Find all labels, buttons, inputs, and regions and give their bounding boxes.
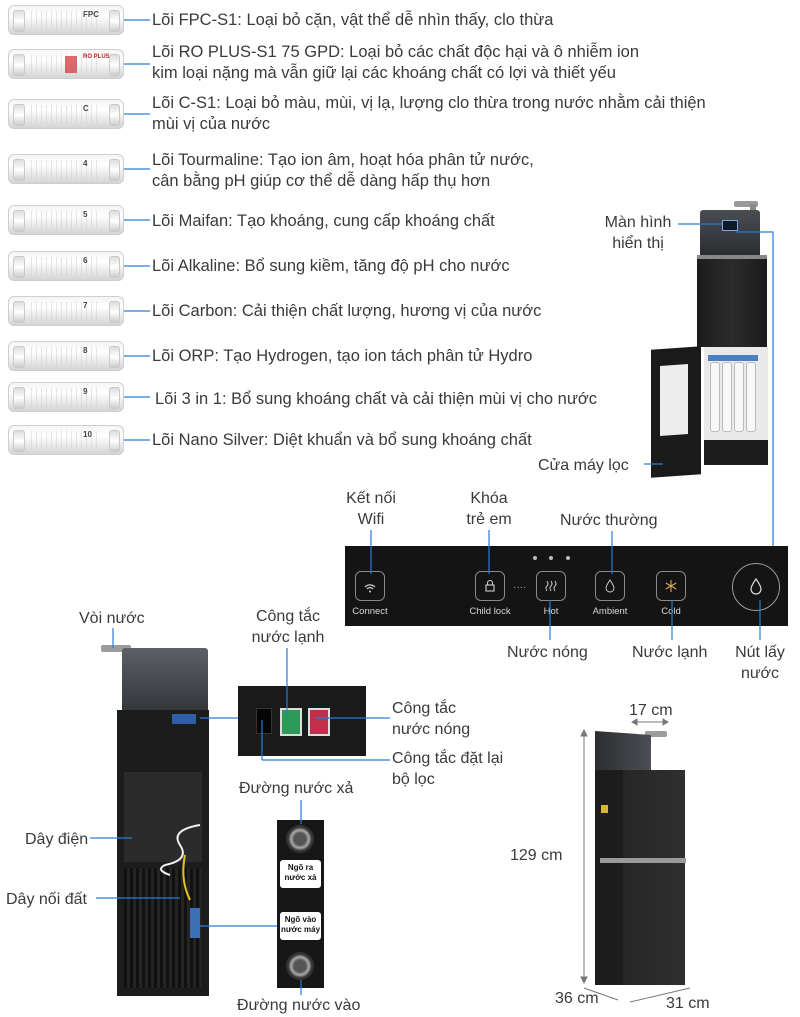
filter-cartridge-c: C (8, 99, 124, 129)
machine-upper-body (697, 255, 767, 347)
back-head (122, 648, 208, 710)
filter-desc-alkaline: Lõi Alkaline: Bổ sung kiềm, tăng độ pH c… (152, 257, 510, 275)
inlet-port (286, 952, 314, 980)
hot-button[interactable] (536, 571, 566, 601)
filter-cartridge-3in1: 9 (8, 382, 124, 412)
back-condenser-grill (124, 868, 202, 988)
drain-port (286, 825, 314, 853)
label-door: Cửa máy lọc (538, 457, 629, 474)
back-switches (172, 714, 196, 724)
dim-faucet (645, 731, 667, 737)
label-ground-wire: Dây nối đất (6, 891, 87, 908)
connect-button[interactable] (355, 571, 385, 601)
link-dots: ···· (513, 582, 527, 593)
label-faucet: Vòi nước (79, 610, 145, 627)
hot-label: Hot (543, 606, 559, 617)
filter-desc-fpc: Lõi FPC-S1: Loại bỏ cặn, vật thể dễ nhìn… (152, 11, 554, 29)
filter-desc-3in1: Lõi 3 in 1: Bổ sung khoáng chất và cải t… (155, 390, 597, 408)
back-faucet (101, 645, 131, 652)
dim-height: 129 cm (510, 847, 563, 864)
hot-switch (308, 708, 330, 736)
cold-button[interactable] (656, 571, 686, 601)
faucet-top (734, 201, 758, 207)
label-cold-water: Nước lạnh (632, 644, 708, 661)
filter-cartridge-tourmaline: 4 (8, 154, 124, 184)
filter-cartridge-carbon: 7 (8, 296, 124, 326)
label-ambient: Nước thường (560, 512, 658, 529)
filter-desc-carbon: Lõi Carbon: Cải thiện chất lượng, hương … (152, 302, 542, 320)
dispense-droplet-icon (750, 577, 762, 595)
trim-strip (697, 255, 767, 259)
display-screen (722, 220, 738, 231)
indicator-dot-2 (549, 556, 553, 560)
cold-switch (280, 708, 302, 736)
ambient-button[interactable] (595, 571, 625, 601)
lock-icon (485, 579, 495, 592)
back-compressor-area (124, 772, 202, 862)
label-drain: Đường nước xả (239, 780, 354, 797)
dim-width: 31 cm (666, 995, 710, 1012)
child-lock-button[interactable] (475, 571, 505, 601)
dispense-button[interactable] (732, 563, 780, 611)
cold-label: Cold (661, 606, 681, 617)
filter-desc-ro: Lõi RO PLUS-S1 75 GPD: Loại bỏ các chất … (152, 43, 640, 82)
power-cord-coil (160, 824, 201, 901)
dim-depth: 36 cm (555, 990, 599, 1007)
indicator-dot-1 (533, 556, 537, 560)
label-hot-water: Nước nóng (507, 644, 588, 661)
control-panel: Connect Child lock ···· Hot Ambient Cold (345, 546, 788, 626)
filter-desc-orp: Lõi ORP: Tạo Hydrogen, tạo ion tách phân… (152, 347, 533, 365)
label-inlet: Đường nước vào (237, 997, 361, 1014)
inner-cartridge-2 (722, 362, 732, 432)
cavity-base (704, 440, 768, 465)
inner-cartridge-4 (746, 362, 756, 432)
filter-cartridge-nano-silver: 10 (8, 425, 124, 455)
filter-cartridge-alkaline: 6 (8, 251, 124, 281)
filter-manifold (708, 355, 758, 361)
filter-cartridge-fpc: FPC (8, 5, 124, 35)
dim-faucet-reach: 17 cm (629, 702, 673, 719)
wifi-icon (364, 584, 376, 593)
dim-trim (600, 858, 686, 863)
dim-rating-sticker (601, 805, 608, 813)
snowflake-icon (665, 580, 677, 592)
dim-front (623, 770, 685, 985)
filter-desc-nano-silver: Lõi Nano Silver: Diệt khuẩn và bổ sung k… (152, 431, 532, 449)
indicator-dot-3 (566, 556, 570, 560)
switch-inset (238, 686, 366, 756)
hot-waves-icon (545, 580, 557, 592)
connect-label: Connect (352, 606, 388, 617)
dim-side (595, 770, 623, 985)
machine-head (700, 210, 760, 256)
filter-desc-tourmaline: Lõi Tourmaline: Tạo ion âm, hoạt hóa phâ… (152, 151, 534, 190)
filter-cartridge-orp: 8 (8, 341, 124, 371)
filter-cartridge-ro: RO PLUS (8, 49, 124, 79)
filter-desc-c: Lõi C-S1: Loại bỏ màu, mùi, vị lạ, lượng… (152, 94, 706, 133)
filter-cartridge-maifan: 5 (8, 205, 124, 235)
reset-switch (256, 708, 272, 734)
child-lock-label: Child lock (469, 606, 511, 617)
label-power-cord: Dây điện (25, 831, 89, 848)
droplet-icon (605, 579, 615, 593)
inner-cartridge-3 (734, 362, 744, 432)
ambient-label: Ambient (592, 606, 628, 617)
back-water-ports (190, 908, 200, 938)
filter-desc-maifan: Lõi Maifan: Tạo khoáng, cung cấp khoáng … (152, 212, 495, 230)
inner-cartridge-1 (710, 362, 720, 432)
